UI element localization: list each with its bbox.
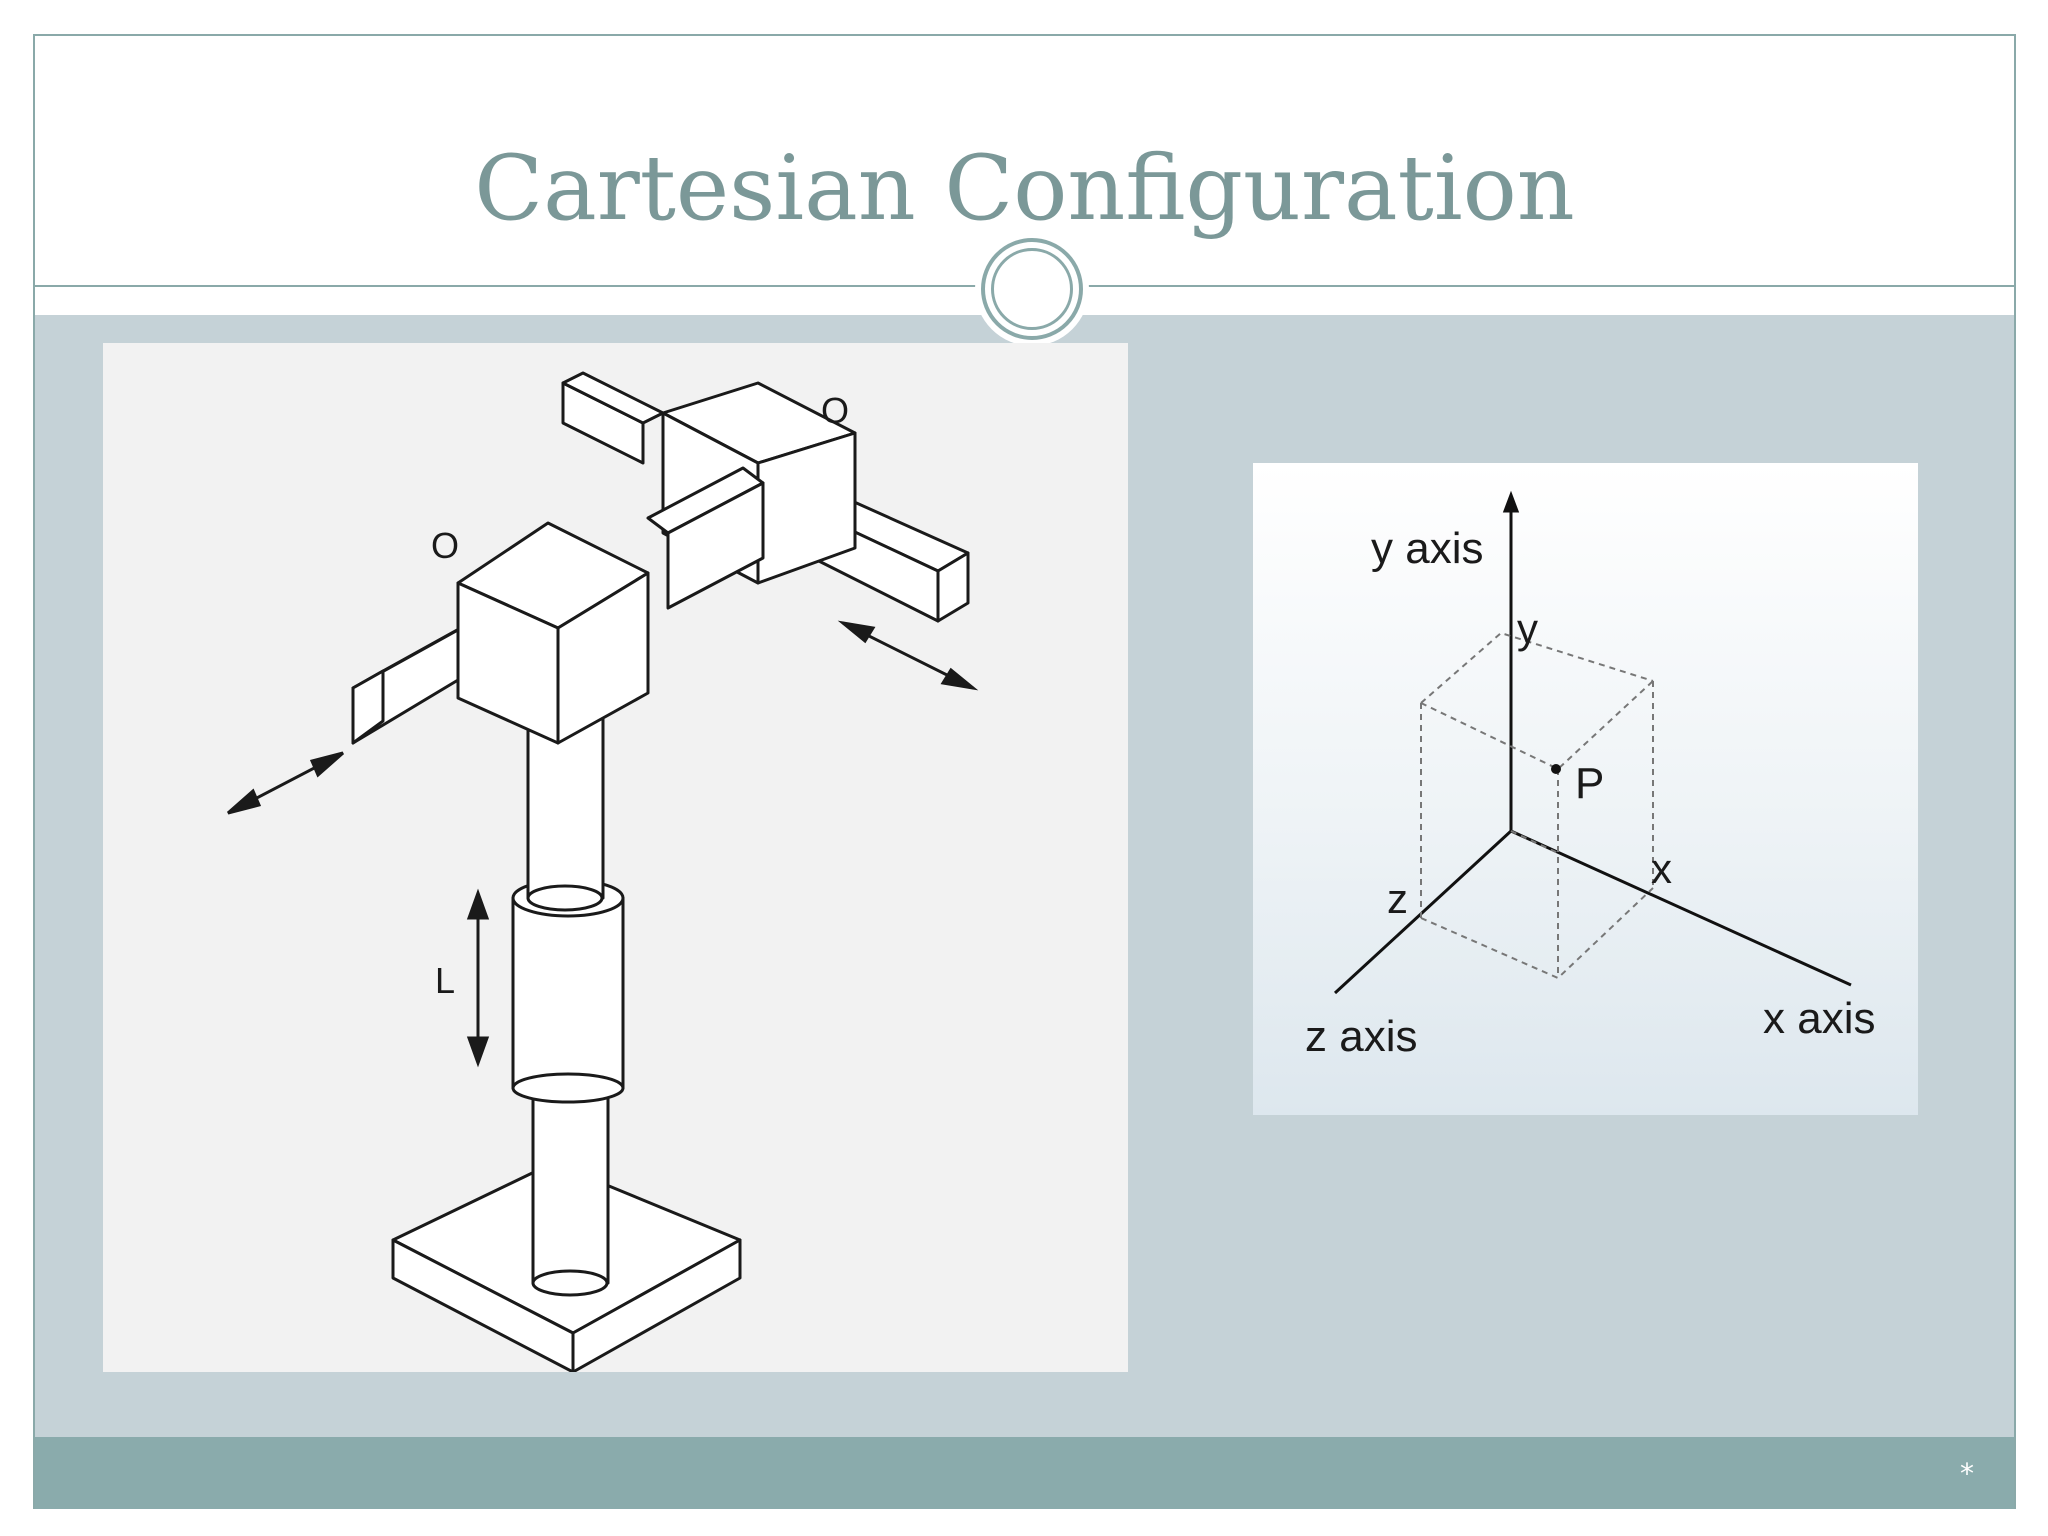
z-axis-label: z axis	[1305, 1012, 1417, 1061]
axes-drawing: y axis z axis x axis y z x P	[1305, 490, 1875, 1061]
y-axis-label: y axis	[1371, 524, 1483, 573]
x-marker: x	[1651, 845, 1672, 892]
label-o-left: O	[431, 525, 459, 566]
robot-drawing: O O L	[227, 371, 979, 1374]
slide-title: Cartesian Configuration	[474, 136, 1575, 241]
front-block-right	[556, 571, 650, 745]
left-arm-end	[351, 669, 385, 745]
y-marker: y	[1517, 605, 1538, 652]
slide-number: *	[1960, 1457, 1974, 1490]
point-p-label: P	[1575, 759, 1604, 808]
z-axis-line	[1333, 829, 1513, 995]
circle-ornament-icon	[975, 232, 1089, 346]
point-p-dot	[1551, 764, 1561, 774]
base-plate-right	[571, 1238, 742, 1374]
right-arm-end	[936, 551, 970, 623]
label-l: L	[435, 960, 455, 1001]
label-o-top: O	[821, 390, 849, 431]
column-sleeve	[511, 896, 625, 1090]
footer-bar: *	[35, 1437, 2014, 1509]
x-axis-label: x axis	[1763, 994, 1875, 1043]
axes-figure: y axis z axis x axis y z x P	[1253, 463, 1918, 1115]
z-marker: z	[1387, 875, 1408, 922]
x-axis-line	[1510, 829, 1852, 987]
robot-figure: O O L	[103, 343, 1128, 1374]
